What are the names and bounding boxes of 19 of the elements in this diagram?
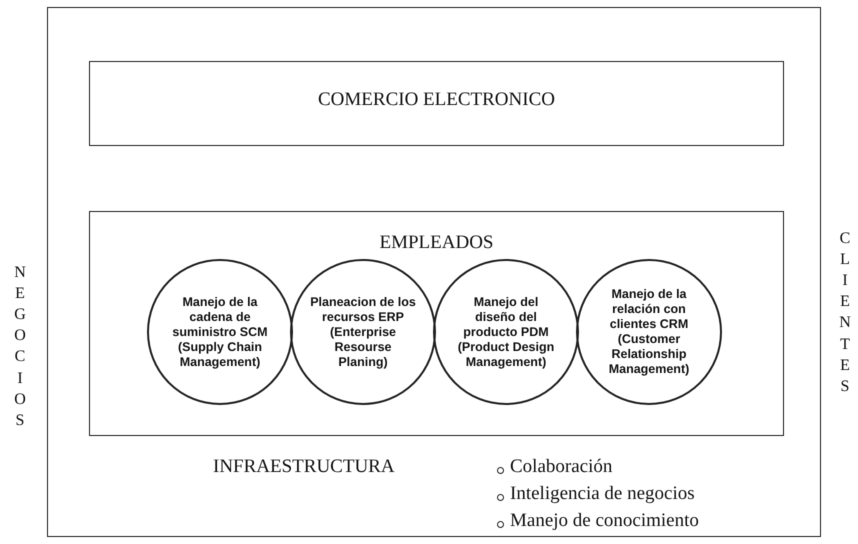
- outer-frame: [47, 7, 821, 537]
- circle-text: Manejo del diseño del producto PDM (Product Design Management): [456, 294, 556, 370]
- side-label: CLIENTES: [839, 229, 851, 397]
- side-label: NEGOCIOS: [14, 263, 26, 431]
- heading: INFRAESTRUCTURA: [213, 456, 395, 478]
- circle-text: Manejo de la cadena de suministro SCM (Supply Chain Management): [171, 294, 269, 370]
- bullet-item: Manejo de conocimiento: [510, 510, 699, 532]
- heading: COMERCIO ELECTRONICO: [317, 89, 556, 111]
- bullet-item: Colaboración: [510, 456, 612, 478]
- bullet-item: Inteligencia de negocios: [510, 483, 695, 505]
- circle-text: Planeacion de los recursos ERP (Enterprise Resourse Planing): [309, 294, 417, 370]
- circle-text: Manejo de la relación con clientes CRM (Customer Relationship Management): [608, 287, 690, 377]
- section-box: [89, 211, 784, 436]
- process-circle: [147, 259, 293, 405]
- process-circle: [433, 259, 579, 405]
- process-circle: [290, 259, 436, 405]
- heading: EMPLEADOS: [378, 232, 494, 254]
- process-circle: [576, 259, 722, 405]
- section-box: [89, 61, 784, 146]
